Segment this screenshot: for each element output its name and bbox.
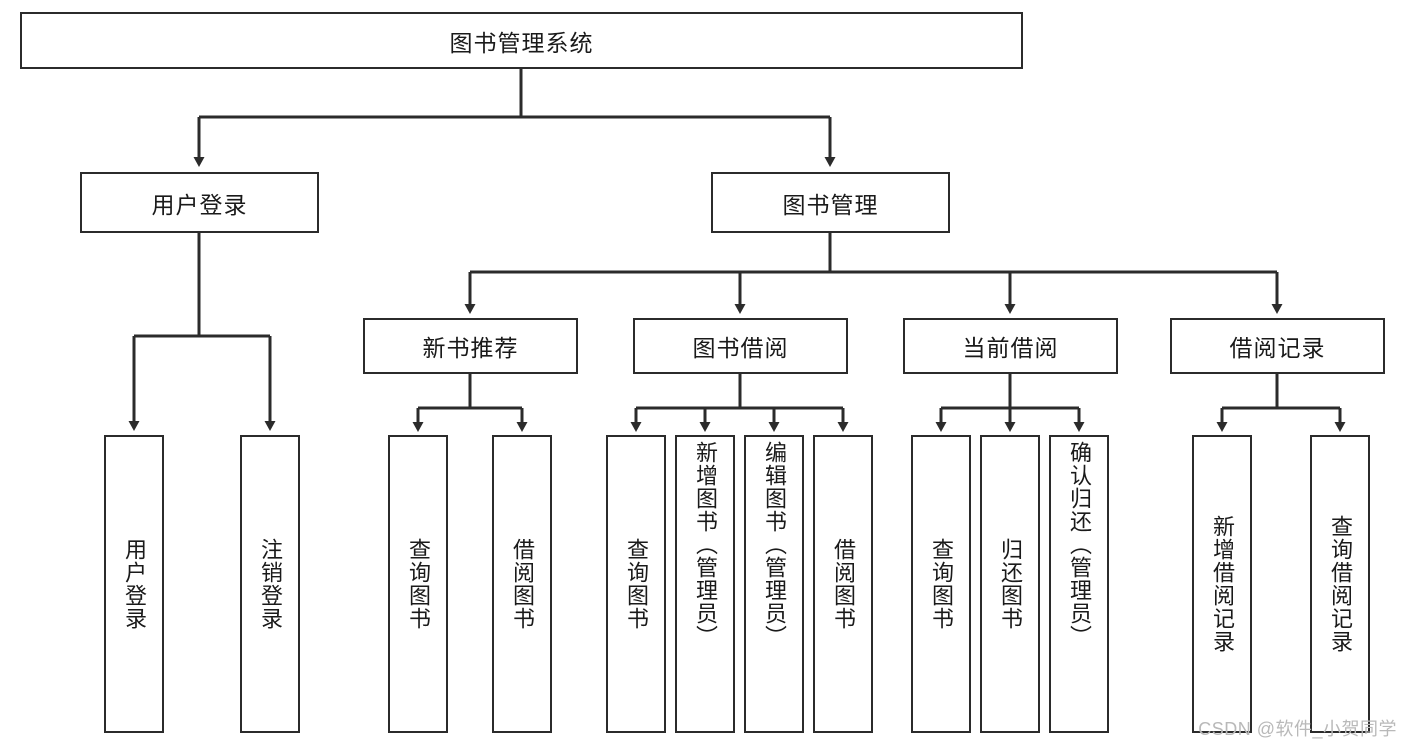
node-label: 图书管理 bbox=[782, 191, 879, 218]
leaf-label: 新增图书（管理员） bbox=[692, 441, 718, 648]
leaf-confirm-return-admin[interactable]: 确认归还（管理员） bbox=[1049, 435, 1109, 733]
leaf-label: 借阅图书 bbox=[830, 538, 856, 630]
leaf-label: 归还图书 bbox=[997, 538, 1023, 630]
node-book-borrow[interactable]: 图书借阅 bbox=[633, 318, 848, 374]
leaf-add-book-admin[interactable]: 新增图书（管理员） bbox=[675, 435, 735, 733]
leaf-label: 查询借阅记录 bbox=[1327, 515, 1353, 653]
node-label: 图书借阅 bbox=[692, 335, 789, 361]
leaf-label: 新增借阅记录 bbox=[1209, 515, 1235, 653]
node-current-borrow[interactable]: 当前借阅 bbox=[903, 318, 1118, 374]
leaf-add-borrow-record[interactable]: 新增借阅记录 bbox=[1192, 435, 1252, 733]
node-label: 当前借阅 bbox=[962, 335, 1059, 361]
leaf-query-borrow-record[interactable]: 查询借阅记录 bbox=[1310, 435, 1370, 733]
node-borrow-records[interactable]: 借阅记录 bbox=[1170, 318, 1385, 374]
leaf-borrow-book[interactable]: 借阅图书 bbox=[813, 435, 873, 733]
leaf-user-logout[interactable]: 注销登录 bbox=[240, 435, 300, 733]
node-label: 图书管理系统 bbox=[449, 29, 594, 56]
node-label: 用户登录 bbox=[151, 191, 248, 218]
leaf-label: 查询图书 bbox=[928, 538, 954, 630]
leaf-label: 查询图书 bbox=[405, 538, 431, 630]
leaf-label: 借阅图书 bbox=[509, 538, 535, 630]
leaf-query-book-borrow[interactable]: 查询图书 bbox=[606, 435, 666, 733]
leaf-label: 用户登录 bbox=[121, 538, 147, 630]
leaf-query-book-recommend[interactable]: 查询图书 bbox=[388, 435, 448, 733]
leaf-label: 确认归还（管理员） bbox=[1066, 441, 1092, 648]
node-label: 新书推荐 bbox=[422, 335, 519, 361]
node-label: 借阅记录 bbox=[1229, 335, 1326, 361]
node-user-login[interactable]: 用户登录 bbox=[80, 172, 319, 233]
leaf-borrow-book-recommend[interactable]: 借阅图书 bbox=[492, 435, 552, 733]
leaf-return-book[interactable]: 归还图书 bbox=[980, 435, 1040, 733]
node-new-book-recommend[interactable]: 新书推荐 bbox=[363, 318, 578, 374]
leaf-user-login[interactable]: 用户登录 bbox=[104, 435, 164, 733]
leaf-label: 编辑图书（管理员） bbox=[761, 441, 787, 648]
leaf-query-book-current[interactable]: 查询图书 bbox=[911, 435, 971, 733]
leaf-label: 查询图书 bbox=[623, 538, 649, 630]
node-root-book-management-system[interactable]: 图书管理系统 bbox=[20, 12, 1023, 69]
node-book-management[interactable]: 图书管理 bbox=[711, 172, 950, 233]
leaf-label: 注销登录 bbox=[257, 538, 283, 630]
leaf-edit-book-admin[interactable]: 编辑图书（管理员） bbox=[744, 435, 804, 733]
csdn-watermark: CSDN @软件_小贺同学 bbox=[1198, 719, 1397, 739]
